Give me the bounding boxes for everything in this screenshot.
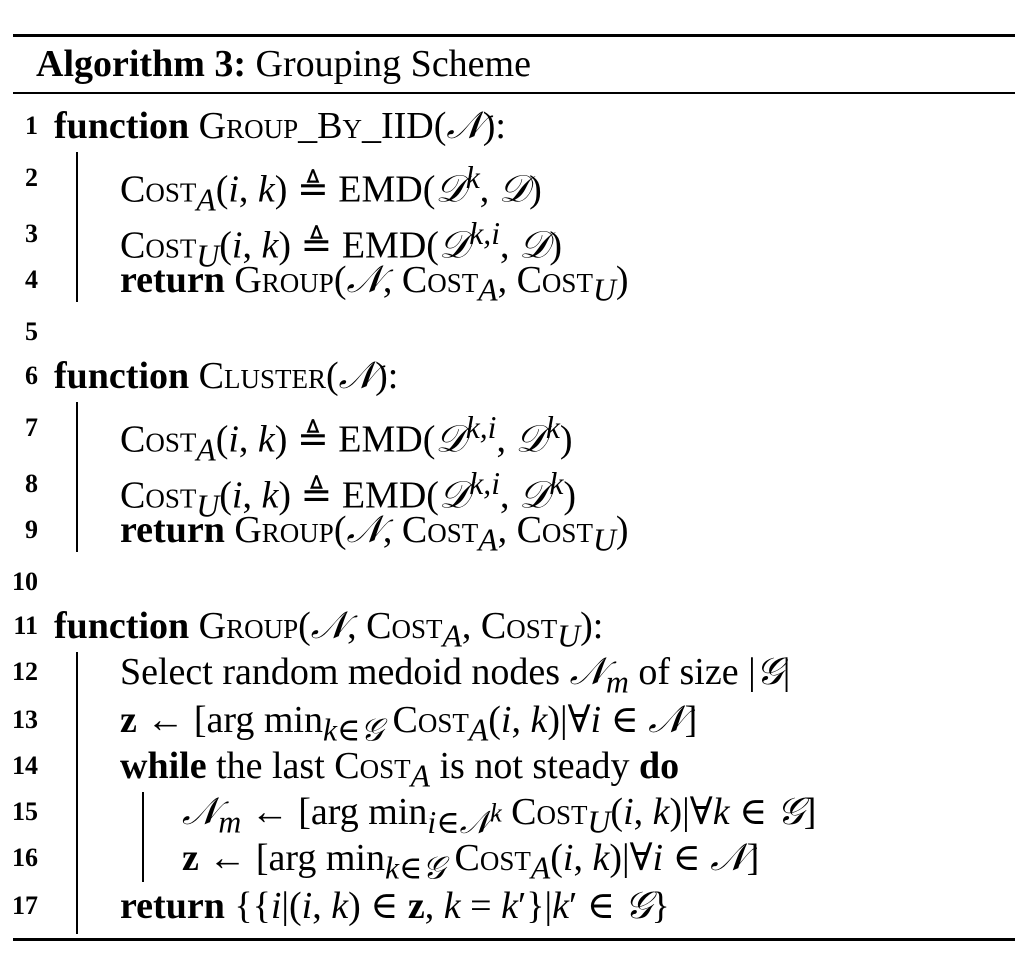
line-number: 10 [12,567,38,596]
line-number: 8 [25,469,38,498]
line-number: 15 [12,797,38,826]
block-bar-group-by-iid [76,152,78,302]
line-number: 1 [25,111,38,140]
header-rule [13,92,1015,94]
line-content: return Group(𝒩, CostA, CostU) [120,259,629,308]
block-bar-while [142,792,144,882]
line-content: return {{i|(i, k) ∈ z, k = k′}|k′ ∈ 𝒢} [120,885,670,927]
line-number: 13 [12,705,38,734]
line-number: 7 [25,413,38,442]
line-content: function Group_By_IID(𝒩): [54,105,506,147]
algorithm-caption: Algorithm 3: Grouping Scheme [36,40,531,88]
line-number: 11 [13,611,38,640]
line-content: function Cluster(𝒩): [54,355,399,397]
line-content: z ← [arg mink∈𝒢 CostA(i, k)|∀i ∈ 𝒩] [120,699,698,748]
line-number: 14 [12,751,38,780]
line-content: return Group(𝒩, CostA, CostU) [120,509,629,558]
top-rule [13,34,1015,37]
line-number: 17 [12,891,38,920]
line-number: 4 [25,265,38,294]
line-content: 𝒩m ← [arg mini∈𝒩k CostU(i, k)|∀k ∈ 𝒢] [182,791,817,840]
bottom-rule [13,938,1015,941]
algorithm-label: Algorithm 3: [36,43,247,85]
line-number: 2 [25,163,38,192]
line-content: CostA(i, k) ≜ EMD(𝒟k,i, 𝒟k) [120,410,573,468]
line-content: CostU(i, k) ≜ EMD(𝒟k,i, 𝒟k) [120,466,577,524]
algorithm-title: Grouping Scheme [255,43,531,85]
line-number: 6 [25,361,38,390]
line-content: function Group(𝒩, CostA, CostU): [54,605,604,654]
line-content: CostU(i, k) ≜ EMD(𝒟k,i, 𝒟) [120,216,562,274]
line-content: CostA(i, k) ≜ EMD(𝒟k, 𝒟) [120,160,542,218]
line-number: 12 [12,657,38,686]
line-number: 3 [25,219,38,248]
block-bar-cluster [76,402,78,552]
line-number: 9 [25,515,38,544]
block-bar-group [76,652,78,934]
line-content: Select random medoid nodes 𝒩m of size |𝒢… [120,651,791,700]
line-number: 5 [25,317,38,346]
line-number: 16 [12,843,38,872]
line-content: z ← [arg mink∈𝒢 CostA(i, k)|∀i ∈ 𝒩] [182,837,760,886]
line-content: while the last CostA is not steady do [120,745,680,794]
